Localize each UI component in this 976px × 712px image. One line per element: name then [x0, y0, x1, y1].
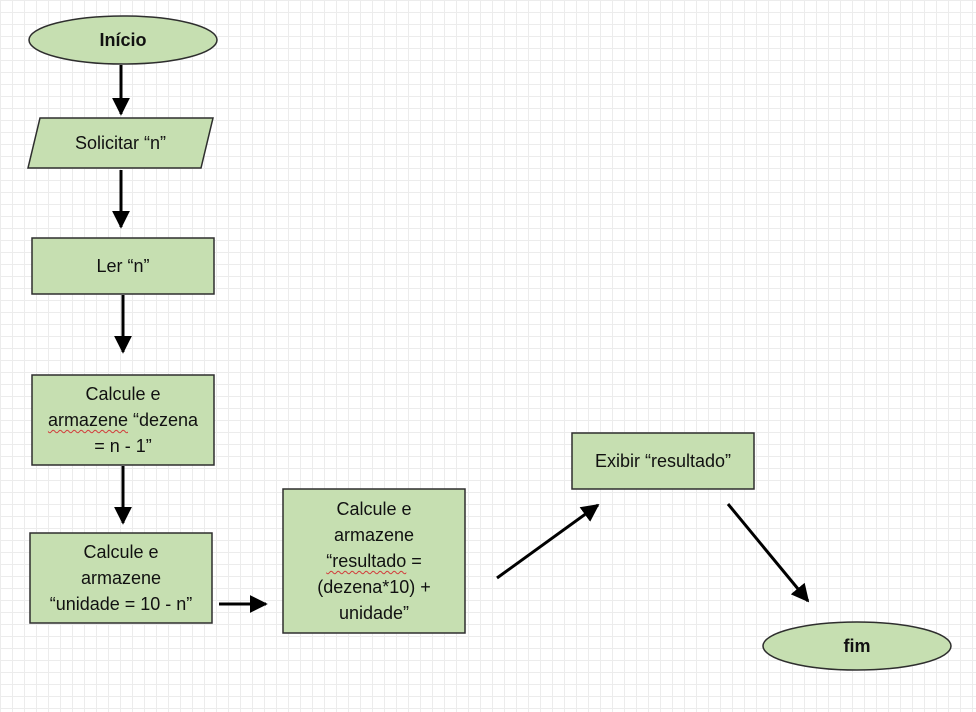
- output-process-shape: [571, 432, 755, 490]
- calc-dezena-line-2: armazene “dezena: [48, 407, 198, 433]
- calc-resultado-spellcheck-word: “resultado: [326, 551, 407, 571]
- calc-resultado-line-2: armazene: [333, 525, 415, 545]
- start-label: Início: [99, 30, 147, 50]
- input-label: Solicitar “n”: [74, 133, 167, 153]
- calc-dezena-line-1: Calcule e: [85, 384, 161, 404]
- calc-resultado-line-1: Calcule e: [336, 499, 412, 519]
- calc-resultado-line-3-rest: =: [406, 551, 422, 571]
- calc-dezena-line-3: = n - 1”: [94, 436, 152, 456]
- start-terminal-shape: [28, 15, 218, 65]
- arrow-resultado-to-output: [496, 503, 600, 580]
- end-terminal-shape: [762, 621, 952, 671]
- arrow-output-to-end: [726, 503, 810, 603]
- calc-dezena-spellcheck-word: armazene: [47, 410, 128, 430]
- calc-resultado-process-shape: [282, 488, 466, 634]
- output-label: Exibir “resultado”: [594, 451, 732, 471]
- calc-dezena-label: Calcule e armazene “dezena = n - 1”: [32, 375, 214, 465]
- calc-resultado-line-5: unidade”: [338, 603, 410, 623]
- calc-resultado-label: Calcule e armazene “resultado = (dezena*…: [283, 489, 465, 633]
- calc-resultado-line-3: “resultado =: [326, 548, 422, 574]
- calc-dezena-line-2-rest: “dezena: [127, 410, 199, 430]
- calc-dezena-process-shape: [31, 374, 215, 466]
- calc-unidade-label: Calcule e armazene “unidade = 10 - n”: [49, 542, 193, 614]
- input-parallelogram-shape: [27, 117, 214, 169]
- calc-resultado-line-4: (dezena*10) +: [317, 577, 431, 597]
- calc-unidade-process-shape: [29, 532, 213, 624]
- read-label: Ler “n”: [96, 256, 150, 276]
- end-label: fim: [843, 636, 871, 656]
- read-process-shape: [31, 237, 215, 295]
